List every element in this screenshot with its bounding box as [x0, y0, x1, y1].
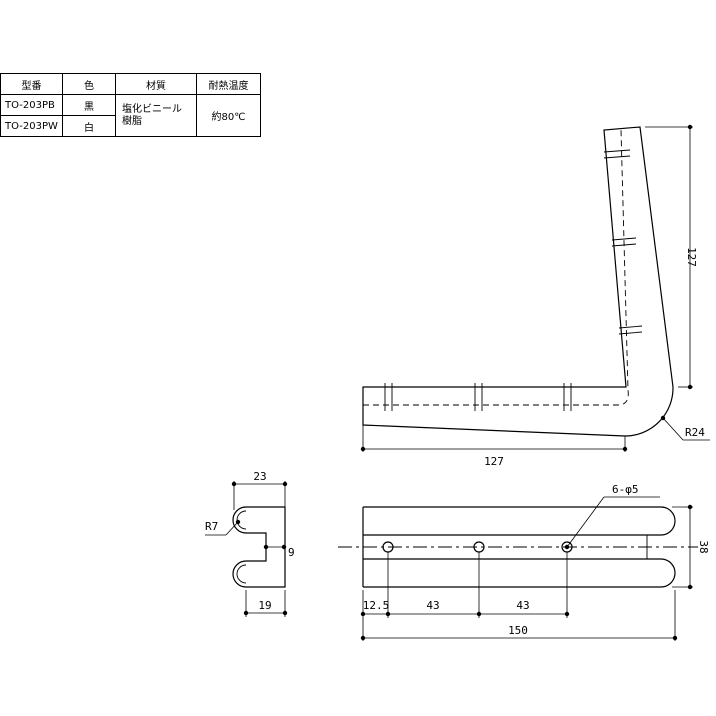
label-side-width: 127 — [484, 455, 504, 468]
label-edge-offset: 12.5 — [363, 599, 390, 612]
label-end-depth: 19 — [258, 599, 271, 612]
dim-side-height — [645, 124, 693, 390]
dim-pitch — [360, 552, 570, 641]
material-line-2: 樹脂 — [122, 115, 142, 127]
label-end-gap: 9 — [288, 546, 295, 559]
dim-end-radius — [205, 519, 241, 536]
dim-bend-radius — [660, 415, 710, 441]
dim-top-height — [672, 504, 693, 590]
spec-row: TO-203PB 黒 塩化ビニール 樹脂 約80℃ — [0, 94, 261, 137]
end-view — [205, 481, 288, 617]
dim-end-gap — [263, 544, 287, 550]
color-cell: 白 — [62, 115, 116, 137]
label-pitch-1: 43 — [426, 599, 439, 612]
dim-side-width — [360, 425, 628, 452]
material-cell: 塩化ビニール 樹脂 — [115, 94, 197, 137]
material-line-1: 塩化ビニール — [122, 103, 182, 115]
heat-cell: 約80℃ — [196, 94, 261, 137]
end-view-inner-arcs — [236, 510, 247, 584]
label-holes: 6-φ5 — [612, 483, 639, 496]
dim-holes — [564, 496, 660, 550]
spec-row: TO-203PW 白 — [0, 115, 261, 137]
end-view-outline — [232, 506, 286, 588]
top-view — [338, 496, 698, 641]
side-view-centerline — [363, 129, 629, 406]
label-side-height: 127 — [685, 247, 698, 267]
dim-end-depth — [243, 590, 288, 617]
label-end-radius: R7 — [205, 520, 218, 533]
label-total-length: 150 — [508, 624, 528, 637]
side-hole-markers — [384, 149, 643, 411]
side-view — [360, 124, 710, 452]
label-pitch-2: 43 — [516, 599, 529, 612]
dim-total-length — [360, 590, 678, 641]
label-top-height: 38 — [697, 540, 710, 553]
spec-header-row: 型番 色 材質 耐熱温度 — [0, 73, 261, 95]
label-end-width: 23 — [253, 470, 266, 483]
side-view-outline — [362, 126, 674, 437]
dim-end-width — [231, 481, 288, 510]
label-bend-radius: R24 — [685, 426, 705, 439]
spec-table: 型番 色 材質 耐熱温度 TO-203PB 黒 塩化ビニール 樹脂 約80℃ T… — [0, 73, 261, 137]
